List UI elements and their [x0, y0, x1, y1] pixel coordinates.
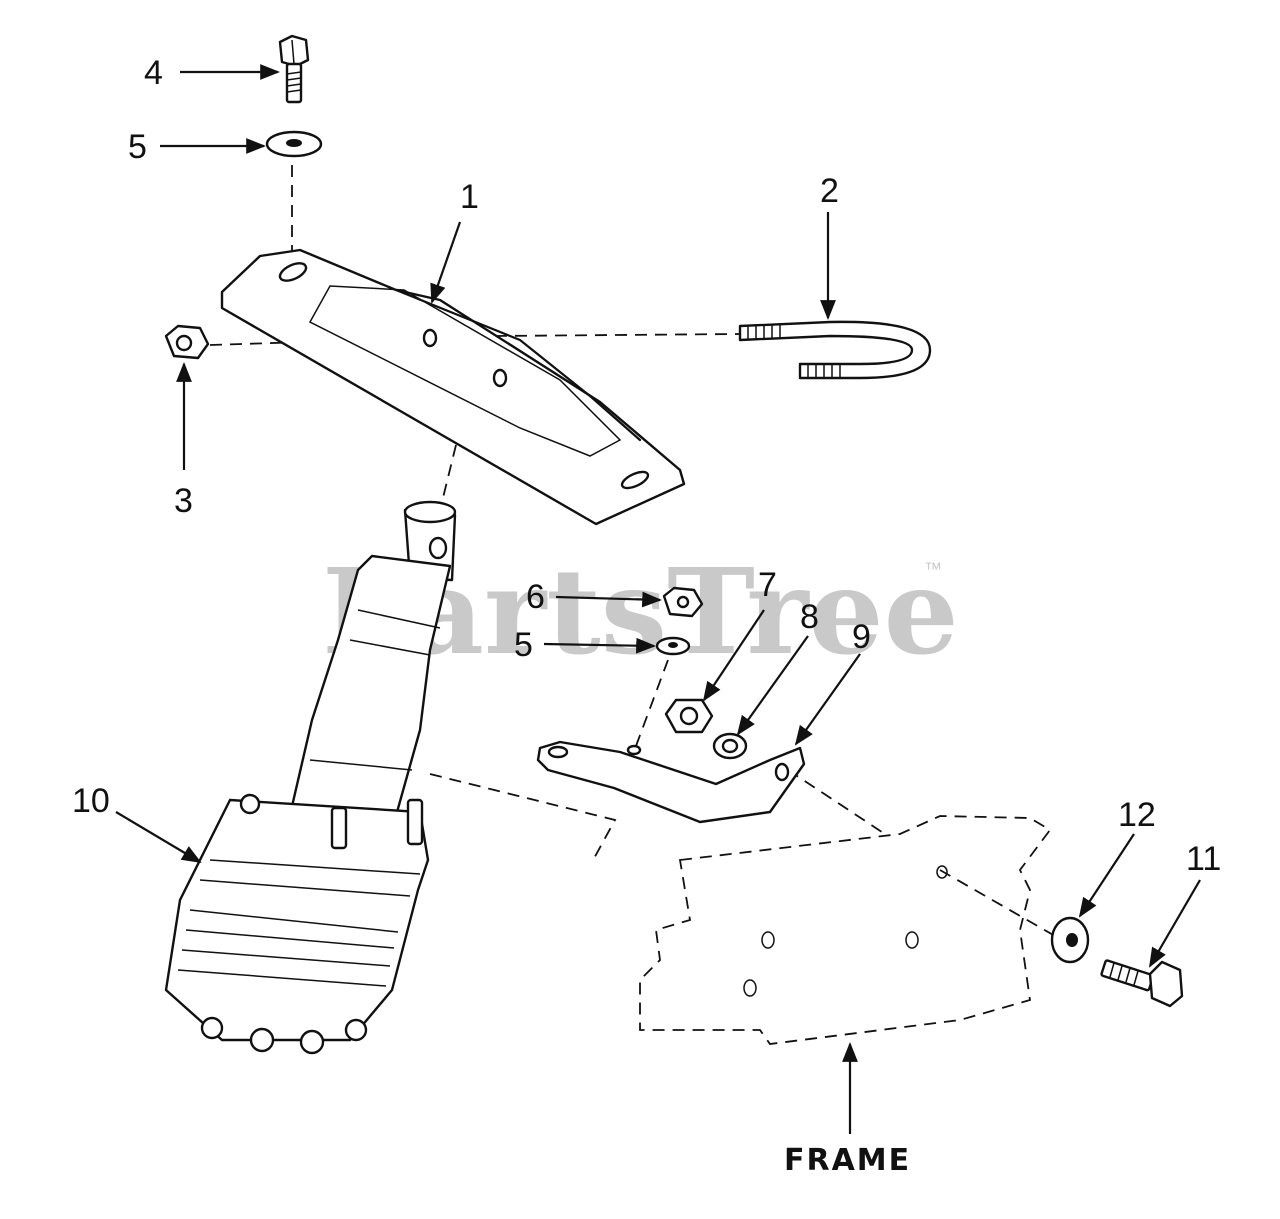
callout-labels: 4 5 1 2 3 6 5 7 8 9 10 12 11 FRAME: [72, 54, 1221, 1178]
washer-part-12: [1050, 916, 1090, 964]
callout-2: 2: [820, 172, 839, 210]
steering-unit-part-10: [164, 500, 457, 1055]
plate-part-1: [220, 248, 686, 526]
frame: [639, 815, 1052, 1045]
nut-part-3: [164, 324, 210, 360]
callout-5-mid: 5: [514, 626, 533, 664]
washer-part-5-top: [265, 130, 323, 158]
callout-4: 4: [144, 54, 163, 92]
callout-5-top: 5: [128, 128, 147, 166]
callout-10: 10: [72, 782, 110, 820]
callout-1: 1: [460, 178, 479, 216]
bracket-part-9: [536, 740, 806, 824]
bolt-part-4: [278, 34, 310, 104]
callout-3: 3: [174, 482, 193, 520]
frame-label: FRAME: [784, 1143, 911, 1178]
u-bolt-part-2: [738, 320, 932, 380]
callout-11: 11: [1186, 840, 1221, 878]
callout-12: 12: [1118, 796, 1156, 834]
watermark-trademark: ™: [924, 559, 942, 579]
callout-arrows: [115, 64, 1201, 1134]
bolt-part-11: [1100, 959, 1184, 1008]
callout-9: 9: [852, 618, 871, 656]
callout-8: 8: [800, 598, 819, 636]
callout-7: 7: [758, 566, 777, 604]
nut-part-6: [662, 586, 704, 618]
callout-6: 6: [526, 578, 545, 616]
washer-part-5-mid: [655, 636, 691, 656]
lock-washer-part-8: [712, 732, 748, 760]
nut-part-7: [664, 698, 714, 734]
